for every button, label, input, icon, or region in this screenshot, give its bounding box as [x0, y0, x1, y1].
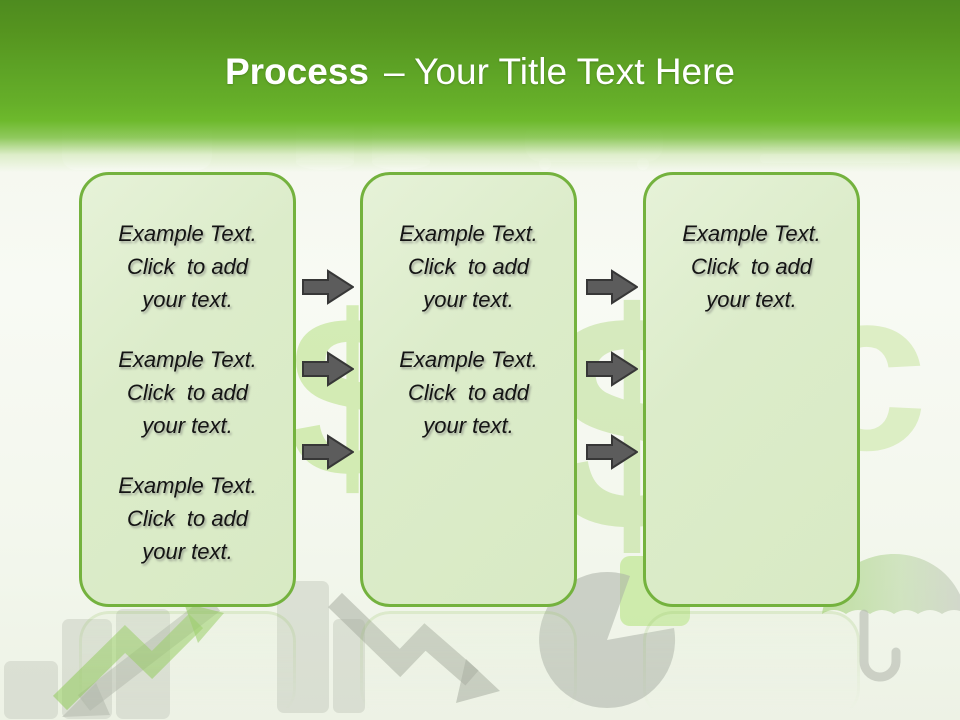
- step-text: Example Text. Click to add your text.: [682, 221, 821, 312]
- right-arrow-icon: [302, 434, 354, 470]
- process-step-1[interactable]: Example Text. Click to add your text. Ex…: [79, 172, 296, 607]
- title-emphasis: Process: [224, 51, 369, 92]
- title-text: – Your Title Text Here: [383, 51, 736, 92]
- slide-title: Process – Your Title Text Here: [0, 50, 960, 94]
- process-step-3[interactable]: Example Text. Click to add your text.: [643, 172, 860, 607]
- box-reflection: [643, 611, 860, 719]
- right-arrow-icon: [586, 434, 638, 470]
- box-reflection: [360, 611, 577, 719]
- step-text: Example Text. Click to add your text.: [118, 221, 257, 312]
- step-text: Example Text. Click to add your text.: [118, 347, 257, 438]
- right-arrow-icon: [586, 269, 638, 305]
- step-text: Example Text. Click to add your text.: [399, 221, 538, 312]
- box-reflection: [79, 611, 296, 719]
- bar-chart-icon: [277, 581, 500, 713]
- right-arrow-icon: [302, 269, 354, 305]
- step-text: Example Text. Click to add your text.: [118, 473, 257, 564]
- trend-up-arrow-icon: [52, 603, 224, 711]
- right-arrow-icon: [302, 351, 354, 387]
- right-arrow-icon: [586, 351, 638, 387]
- process-step-2[interactable]: Example Text. Click to add your text. Ex…: [360, 172, 577, 607]
- pie-chart-icon: [539, 572, 676, 709]
- slide-header: Process – Your Title Text Here: [0, 0, 960, 172]
- step-text: Example Text. Click to add your text.: [399, 347, 538, 438]
